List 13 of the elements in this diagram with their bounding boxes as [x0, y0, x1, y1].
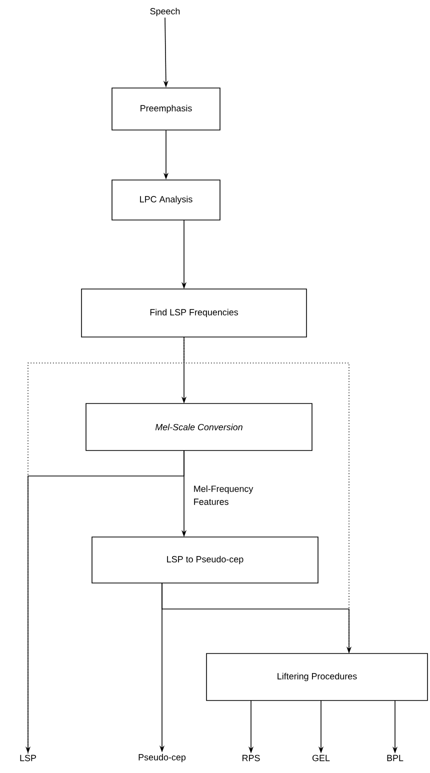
- edge-label: Mel-Frequency Features: [194, 485, 254, 505]
- process-box: Find LSP Frequencies: [81, 288, 307, 338]
- output-label: GEL: [312, 754, 330, 762]
- output-label: BPL: [387, 754, 404, 762]
- output-label: Pseudo-cep: [138, 754, 186, 762]
- input-label: Speech: [150, 8, 180, 16]
- process-box: Liftering Procedures: [206, 653, 428, 701]
- process-box: LPC Analysis: [112, 180, 220, 220]
- process-box: Mel-Scale Conversion: [86, 403, 312, 451]
- process-box: LSP to Pseudo-cep: [92, 536, 318, 584]
- output-label: RPS: [242, 754, 260, 762]
- process-box: Preemphasis: [112, 88, 220, 130]
- output-label: LSP: [20, 754, 36, 762]
